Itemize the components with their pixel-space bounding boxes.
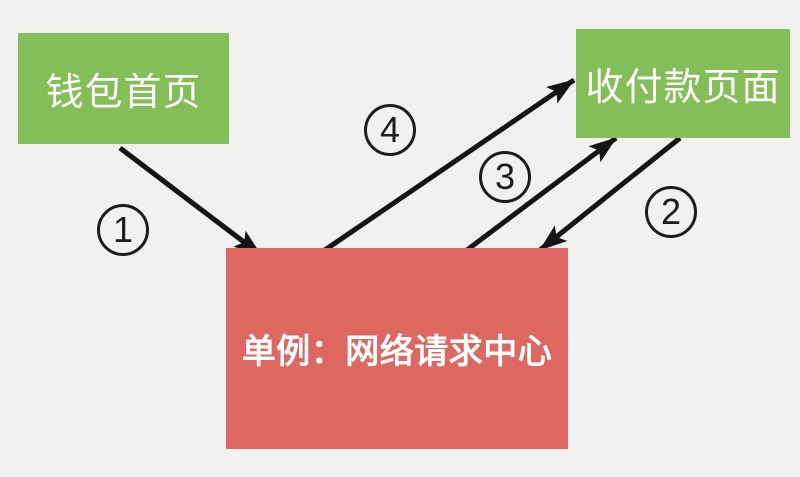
node-payment-page-label: 收付款页面 [585,67,781,109]
node-payment-page: 收付款页面 [576,29,790,138]
step-badge-1: 1 [97,204,149,256]
node-wallet-home: 钱包首页 [18,33,229,144]
step-badge-4: 4 [364,104,416,156]
step-badge-3: 3 [479,151,531,203]
arrow-step-1 [118,146,263,257]
step-badge-4-number: 4 [379,109,401,150]
arrow-step-4 [320,77,576,255]
step-badge-2-number: 2 [660,191,682,232]
node-network-center: 单例：网络请求中心 [226,248,568,449]
node-network-center-label: 单例：网络请求中心 [241,333,553,371]
arrow-step-3 [461,136,618,255]
step-badge-3-number: 3 [494,156,516,197]
step-badge-1-number: 1 [112,209,134,250]
node-wallet-home-label: 钱包首页 [45,72,202,114]
arrow-step-2 [538,136,682,252]
step-badge-2: 2 [645,186,697,238]
